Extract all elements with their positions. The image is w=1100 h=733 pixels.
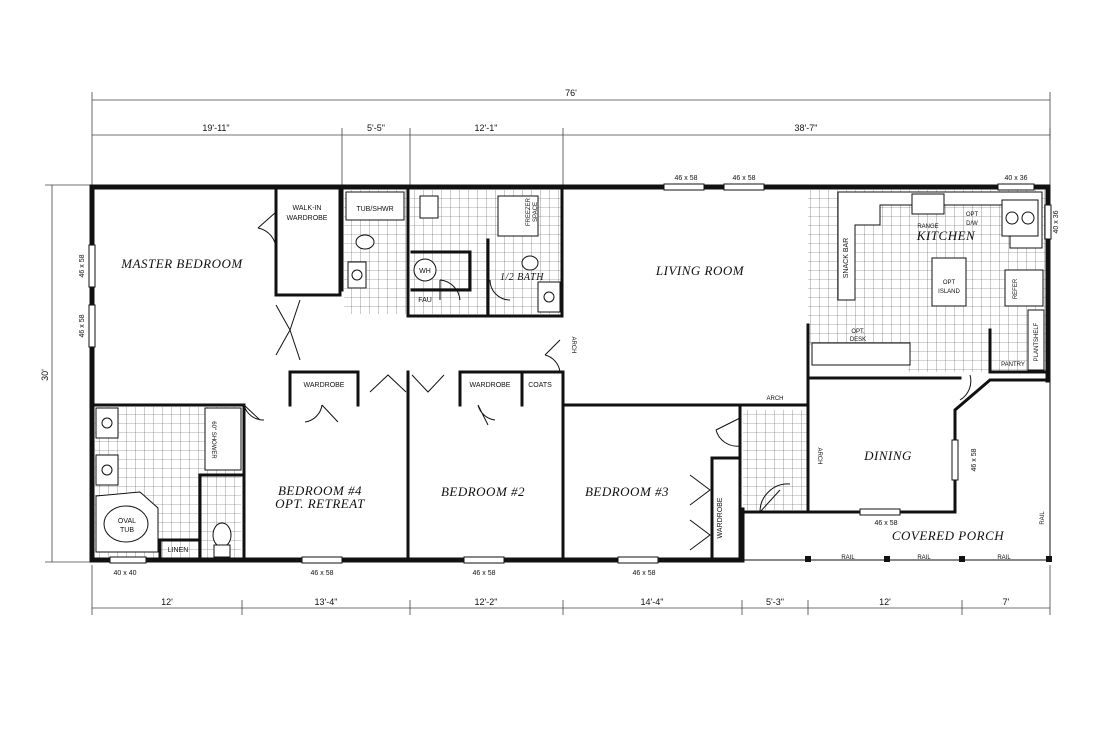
covered-porch-label: COVERED PORCH bbox=[892, 528, 1004, 543]
refer-label: REFER bbox=[1013, 278, 1019, 299]
snack-bar-label: SNACK BAR bbox=[843, 238, 850, 278]
dining-label: DINING bbox=[863, 448, 912, 463]
oval-tub-label-2: TUB bbox=[120, 527, 134, 534]
rail-label-4: RAIL bbox=[1040, 511, 1046, 525]
window-label-dining-side: 46 x 58 bbox=[971, 448, 978, 471]
freezer-label: FREEZER bbox=[526, 197, 532, 226]
opt-dw-label-2: D/W bbox=[966, 221, 978, 227]
arch-label-hall: ARCH bbox=[570, 336, 576, 353]
plant-shelf-label: PLANTSHELF bbox=[1034, 322, 1040, 361]
interior-walls bbox=[90, 188, 1050, 562]
bottom-dim-4: 14'-4" bbox=[641, 597, 664, 607]
bedroom2-label: BEDROOM #2 bbox=[441, 484, 525, 499]
wh-label: WH bbox=[419, 268, 431, 275]
opt-desk-label-2: DESK bbox=[850, 337, 866, 343]
opt-island-label: OPT bbox=[943, 280, 956, 286]
top-dim-2: 5'-5" bbox=[367, 123, 385, 133]
shower-label: 60" SHOWER bbox=[210, 421, 216, 459]
top-dim-4: 38'-7" bbox=[795, 123, 818, 133]
rail-label-2: RAIL bbox=[917, 555, 931, 561]
bottom-dim-2: 13'-4" bbox=[315, 597, 338, 607]
range-label: RANGE bbox=[917, 224, 938, 230]
fixtures bbox=[95, 191, 1045, 558]
window-label-bath: 40 x 40 bbox=[114, 570, 137, 577]
windows bbox=[88, 183, 1052, 564]
bedroom3-label: BEDROOM #3 bbox=[585, 484, 669, 499]
arch-label-entry: ARCH bbox=[766, 396, 783, 402]
half-bath-label: 1/2 BATH bbox=[500, 272, 544, 283]
overall-width-label: 76' bbox=[565, 88, 577, 98]
window-label-living-2: 46 x 58 bbox=[733, 175, 756, 182]
freezer-space-label: SPACE bbox=[533, 202, 539, 222]
fau-label: FAU bbox=[418, 297, 432, 304]
window-label-master-1: 46 x 58 bbox=[79, 254, 86, 277]
walk-in-wardrobe-label: WARDROBE bbox=[287, 215, 328, 222]
bedroom4-opt-label: OPT. RETREAT bbox=[275, 496, 365, 511]
rail-label-1: RAIL bbox=[841, 555, 855, 561]
oval-tub-label: OVAL bbox=[118, 518, 136, 525]
wardrobe-label-bed4: WARDROBE bbox=[304, 382, 345, 389]
living-room-label: LIVING ROOM bbox=[655, 263, 745, 278]
opt-island-label-2: ISLAND bbox=[938, 289, 960, 295]
window-label-bed4: 46 x 58 bbox=[311, 570, 334, 577]
kitchen-label: KITCHEN bbox=[916, 228, 976, 243]
opt-dw-label: OPT bbox=[966, 212, 979, 218]
exterior-walls bbox=[89, 184, 1052, 563]
rail-label-3: RAIL bbox=[997, 555, 1011, 561]
top-dim-1: 19'-11" bbox=[202, 123, 229, 133]
window-label-bed2: 46 x 58 bbox=[473, 570, 496, 577]
window-label-living-1: 46 x 58 bbox=[675, 175, 698, 182]
window-label-kitchen-top: 40 x 36 bbox=[1005, 175, 1028, 182]
wardrobe-label-bed3: WARDROBE bbox=[717, 497, 724, 538]
window-label-dining-bottom: 46 x 58 bbox=[875, 520, 898, 527]
master-bedroom-label: MASTER BEDROOM bbox=[120, 256, 243, 271]
bedroom4-label: BEDROOM #4 bbox=[278, 483, 362, 498]
wardrobe-label-bed2: WARDROBE bbox=[470, 382, 511, 389]
overall-depth-label: 30' bbox=[40, 369, 50, 381]
window-label-bed3: 46 x 58 bbox=[633, 570, 656, 577]
bottom-dim-3: 12'-2" bbox=[475, 597, 498, 607]
bottom-dim-7: 7' bbox=[1003, 597, 1010, 607]
walk-in-label: WALK-IN bbox=[293, 205, 322, 212]
window-label-master-2: 46 x 58 bbox=[79, 314, 86, 337]
door-swings bbox=[243, 211, 972, 551]
bottom-dim-1: 12' bbox=[161, 597, 173, 607]
tub-shwr-label: TUB/SHWR bbox=[356, 206, 393, 213]
tiled-floors bbox=[95, 190, 1046, 559]
pantry-label: PANTRY bbox=[1001, 362, 1025, 368]
dimension-lines bbox=[45, 92, 1051, 615]
bottom-dim-5: 5'-3" bbox=[766, 597, 784, 607]
linen-label: LINEN bbox=[168, 547, 189, 554]
bottom-dim-6: 12' bbox=[879, 597, 891, 607]
top-dim-3: 12'-1" bbox=[475, 123, 498, 133]
window-label-kitchen-side: 40 x 36 bbox=[1053, 210, 1060, 233]
opt-desk-label: OPT. bbox=[851, 329, 865, 335]
arch-label-dining: ARCH bbox=[816, 447, 822, 464]
coats-label: COATS bbox=[528, 382, 552, 389]
